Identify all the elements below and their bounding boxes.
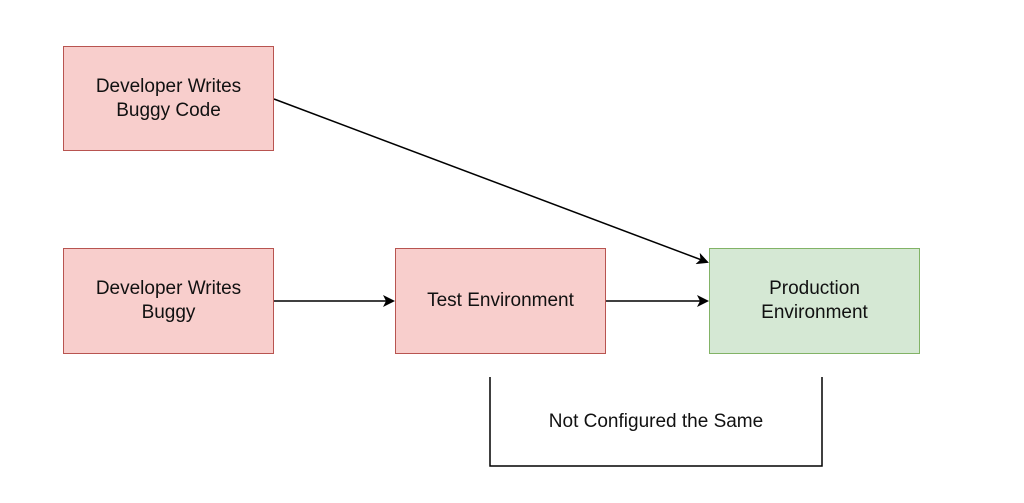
node-production-environment: Production Environment xyxy=(709,248,920,354)
not-configured-label: Not Configured the Same xyxy=(548,411,764,432)
node-developer-writes-buggy-code: Developer Writes Buggy Code xyxy=(63,46,274,151)
node-label: Developer Writes Buggy Code xyxy=(95,75,242,121)
not-configured-bracket xyxy=(489,377,823,467)
node-developer-writes-buggy: Developer Writes Buggy xyxy=(63,248,274,354)
node-test-environment: Test Environment xyxy=(395,248,606,354)
node-label: Developer Writes Buggy xyxy=(95,278,242,323)
edge-buggy-code-to-production xyxy=(273,98,709,265)
node-label: Production Environment xyxy=(761,278,868,323)
node-label: Test Environment xyxy=(427,290,574,311)
